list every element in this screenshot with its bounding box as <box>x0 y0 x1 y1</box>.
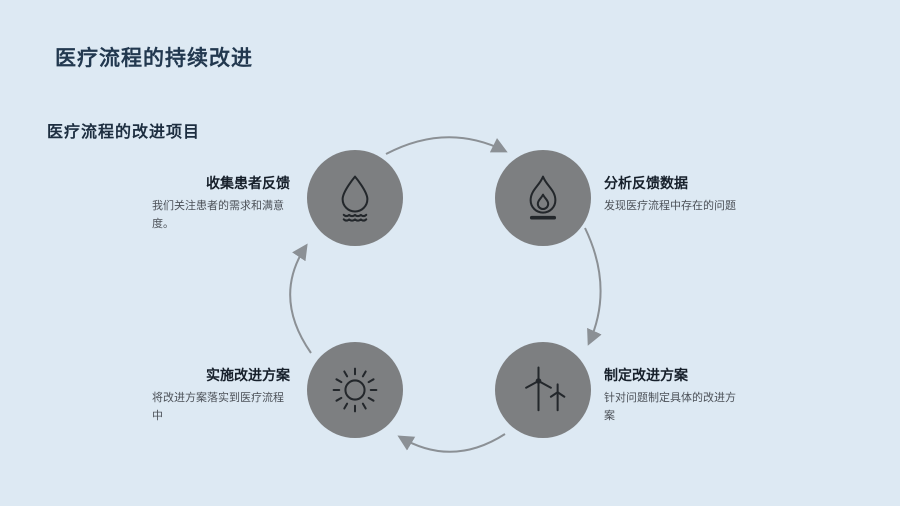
step-label: 实施改进方案 <box>206 367 290 383</box>
step-label: 收集患者反馈 <box>206 175 290 191</box>
flame-icon <box>529 175 557 220</box>
step-label: 分析反馈数据 <box>604 175 688 191</box>
water-drop-icon <box>341 175 369 222</box>
step-collect-feedback: 收集患者反馈 我们关注患者的需求和满意度。 <box>152 174 290 233</box>
step-description: 针对问题制定具体的改进方案 <box>604 392 736 422</box>
arrow-top <box>385 136 508 155</box>
arrow-right <box>584 227 602 346</box>
wind-turbine-icon <box>525 366 566 412</box>
step-description: 我们关注患者的需求和满意度。 <box>152 200 284 230</box>
step-description: 将改进方案落实到医疗流程中 <box>152 392 284 422</box>
section-title: 医疗流程的改进项目 <box>47 124 201 141</box>
step-circle-analyze-data <box>495 150 591 246</box>
sun-icon <box>332 367 378 413</box>
step-analyze-data: 分析反馈数据 发现医疗流程中存在的问题 <box>604 174 742 215</box>
step-circle-make-plan <box>495 342 591 438</box>
step-circle-implement-plan <box>307 342 403 438</box>
page-title: 医疗流程的持续改进 <box>55 47 253 70</box>
step-label: 制定改进方案 <box>604 367 688 383</box>
step-make-plan: 制定改进方案 针对问题制定具体的改进方案 <box>604 366 742 425</box>
step-implement-plan: 实施改进方案 将改进方案落实到医疗流程中 <box>152 366 290 425</box>
step-circle-collect-feedback <box>307 150 403 246</box>
arrow-bottom <box>397 433 506 453</box>
step-description: 发现医疗流程中存在的问题 <box>604 200 736 212</box>
arrow-left <box>289 243 312 354</box>
